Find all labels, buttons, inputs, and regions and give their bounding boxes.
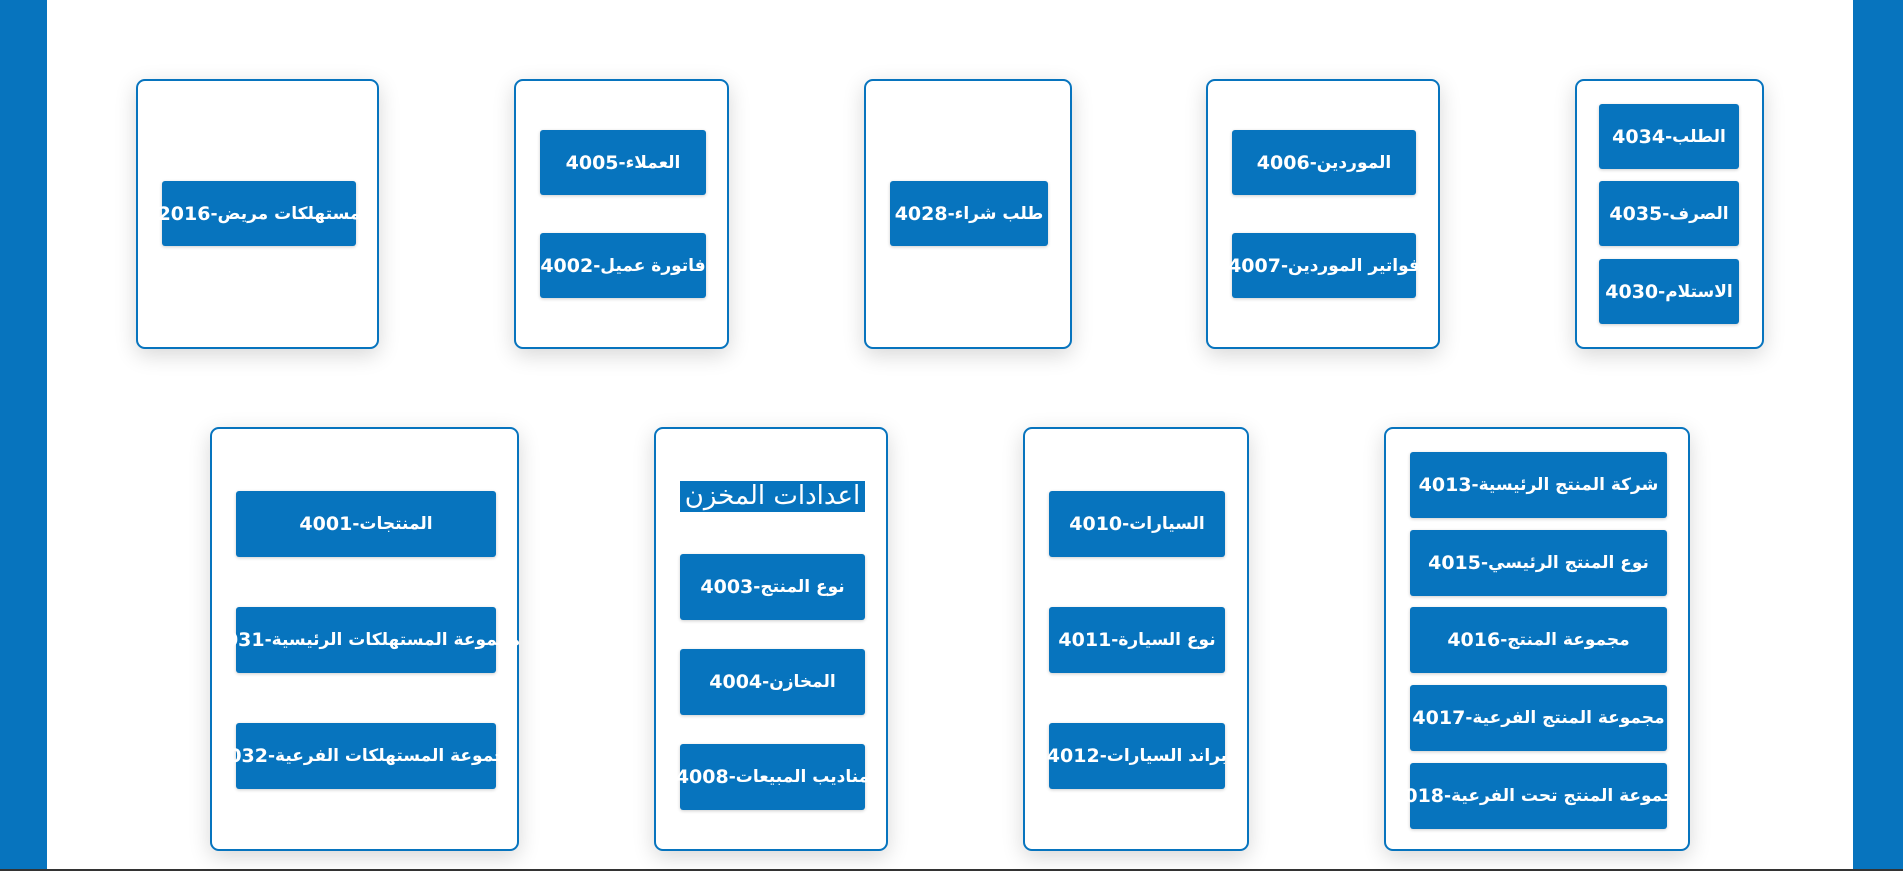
warehouse-settings-title: اعدادات المخزن xyxy=(680,481,865,512)
button-code: 4005 xyxy=(565,151,619,174)
button-code: 4015 xyxy=(1428,552,1481,574)
button-label: الصرف xyxy=(1669,203,1729,224)
main-consumables-group-button[interactable]: مجموعة المستهلكات الرئيسية - 4031 xyxy=(212,607,520,673)
button-label: السيارات xyxy=(1129,514,1205,534)
button-code: 4034 xyxy=(1612,125,1666,148)
card-cars: السيارات - 4010 نوع السيارة - 4011 براند… xyxy=(1023,427,1249,851)
button-code: 4001 xyxy=(299,513,353,535)
button-label: نوع المنتج xyxy=(760,577,845,597)
button-label: مجموعة المنتج xyxy=(1507,630,1630,650)
button-label: الاستلام xyxy=(1665,281,1733,302)
button-label: نوع المنتج الرئيسي xyxy=(1488,553,1649,573)
button-label: فاتورة عميل xyxy=(600,255,706,276)
button-code: 4008 xyxy=(675,766,729,788)
button-code: 4030 xyxy=(1605,280,1659,303)
card-product-groups: شركة المنتج الرئيسية - 4013 نوع المنتج ا… xyxy=(1384,427,1690,851)
card-requests: الطلب - 4034 الصرف - 4035 الاستلام - 403… xyxy=(1575,79,1764,349)
button-label: مجموعة المستهلكات الرئيسية xyxy=(271,630,521,650)
button-code: 4004 xyxy=(709,671,763,693)
button-label: شركة المنتج الرئيسية xyxy=(1478,475,1659,495)
customers-button[interactable]: العملاء - 4005 xyxy=(540,130,706,195)
card-suppliers: الموردين - 4006 فواتير الموردين - 4007 xyxy=(1206,79,1440,349)
card-purchase-request: طلب شراء - 4028 xyxy=(864,79,1072,349)
right-sidebar-strip xyxy=(1853,0,1903,871)
product-sub-subgroup-button[interactable]: مجموعة المنتج تحت الفرعية - 4018 xyxy=(1391,763,1686,829)
button-label: فواتير الموردين xyxy=(1288,255,1420,276)
main-product-company-button[interactable]: شركة المنتج الرئيسية - 4013 xyxy=(1410,452,1667,518)
card-warehouse-settings: اعدادات المخزن نوع المنتج - 4003 المخازن… xyxy=(654,427,888,851)
card-customers: العملاء - 4005 فاتورة عميل - 4002 xyxy=(514,79,729,349)
warehouses-button[interactable]: المخازن - 4004 xyxy=(680,649,865,715)
button-code: 4016 xyxy=(1447,629,1501,651)
button-code: 4018 xyxy=(1391,785,1445,807)
button-label: مجموعة المنتج تحت الفرعية xyxy=(1451,786,1686,806)
cars-button[interactable]: السيارات - 4010 xyxy=(1049,491,1225,557)
patient-consumables-button[interactable]: مستهلكات مريض - 2016 xyxy=(158,181,360,246)
button-code: 4031 xyxy=(211,629,265,651)
button-code: 4012 xyxy=(1046,745,1100,767)
car-brands-button[interactable]: براند السيارات - 4012 xyxy=(1046,723,1228,789)
button-label: مناديب المبيعات xyxy=(735,767,870,787)
request-button[interactable]: الطلب - 4034 xyxy=(1599,104,1739,169)
button-label: العملاء xyxy=(625,152,681,173)
supplier-invoices-button[interactable]: فواتير الموردين - 4007 xyxy=(1228,233,1420,298)
button-label: المنتجات xyxy=(359,514,433,534)
product-type-button[interactable]: نوع المنتج - 4003 xyxy=(680,554,865,620)
dispense-button[interactable]: الصرف - 4035 xyxy=(1599,181,1739,246)
product-subgroup-button[interactable]: مجموعة المنتج الفرعية - 4017 xyxy=(1410,685,1667,751)
bottom-border xyxy=(0,869,1903,871)
card-patient-consumables: مستهلكات مريض - 2016 xyxy=(136,79,379,349)
button-label: مجموعة المستهلكات الفرعية xyxy=(275,746,517,766)
customer-invoice-button[interactable]: فاتورة عميل - 4002 xyxy=(540,233,706,298)
button-label: نوع السيارة xyxy=(1118,630,1216,650)
button-label: المخازن xyxy=(769,672,836,692)
button-label: مجموعة المنتج الفرعية xyxy=(1472,708,1665,728)
button-label: الطلب xyxy=(1672,126,1726,147)
products-button[interactable]: المنتجات - 4001 xyxy=(236,491,496,557)
main-product-type-button[interactable]: نوع المنتج الرئيسي - 4015 xyxy=(1410,530,1667,596)
button-label: طلب شراء xyxy=(954,203,1044,224)
button-label: مستهلكات مريض xyxy=(217,203,361,224)
button-label: الموردين xyxy=(1316,152,1392,173)
sub-consumables-group-button[interactable]: مجموعة المستهلكات الفرعية - 4032 xyxy=(215,723,517,789)
suppliers-button[interactable]: الموردين - 4006 xyxy=(1232,130,1416,195)
purchase-request-button[interactable]: طلب شراء - 4028 xyxy=(890,181,1048,246)
button-code: 4013 xyxy=(1418,474,1472,496)
button-code: 4035 xyxy=(1609,202,1663,225)
button-code: 4017 xyxy=(1412,707,1466,729)
button-code: 4007 xyxy=(1228,254,1281,277)
card-products: المنتجات - 4001 مجموعة المستهلكات الرئيس… xyxy=(210,427,520,851)
button-code: 4032 xyxy=(215,745,268,767)
button-code: 4011 xyxy=(1058,629,1112,651)
receiving-button[interactable]: الاستلام - 4030 xyxy=(1599,259,1739,324)
left-sidebar-strip xyxy=(0,0,47,871)
button-code: 2016 xyxy=(157,202,211,225)
button-code: 4006 xyxy=(1256,151,1310,174)
button-code: 4002 xyxy=(540,254,594,277)
button-code: 4003 xyxy=(700,576,754,598)
sales-reps-button[interactable]: مناديب المبيعات - 4008 xyxy=(676,744,869,810)
car-type-button[interactable]: نوع السيارة - 4011 xyxy=(1049,607,1225,673)
button-label: براند السيارات xyxy=(1106,746,1228,766)
product-group-button[interactable]: مجموعة المنتج - 4016 xyxy=(1410,607,1667,673)
button-code: 4010 xyxy=(1069,513,1123,535)
button-code: 4028 xyxy=(894,202,948,225)
